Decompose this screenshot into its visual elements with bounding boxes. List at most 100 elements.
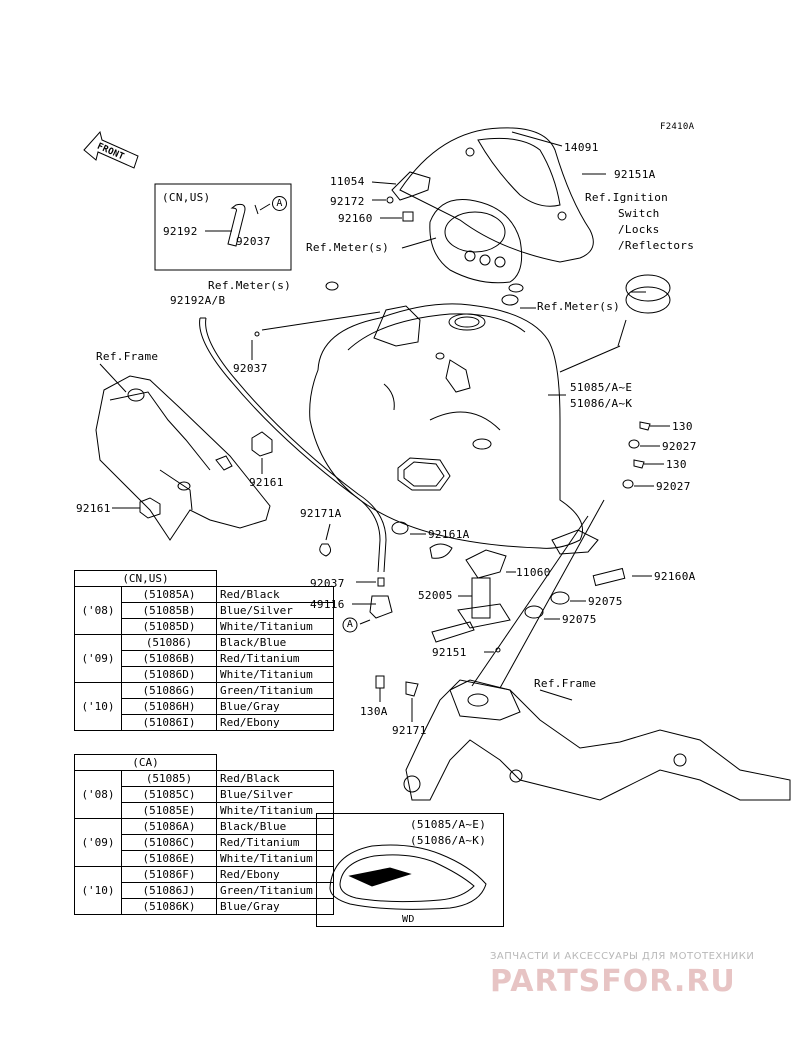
year-cell: ('09) bbox=[74, 818, 122, 867]
speedometer bbox=[429, 198, 523, 284]
label-92075-lower: 92075 bbox=[562, 613, 597, 626]
front-arrow-icon bbox=[83, 130, 139, 169]
label-92160: 92160 bbox=[338, 212, 373, 225]
meter-cover bbox=[399, 127, 594, 263]
label-14091: 14091 bbox=[564, 141, 599, 154]
ref-frame-2: Ref.Frame bbox=[534, 677, 597, 690]
label-92171: 92171 bbox=[392, 724, 427, 737]
label-92075-upper: 92075 bbox=[588, 595, 623, 608]
part-number-cell: (51086A) bbox=[121, 818, 217, 835]
part-number-cell: (51086H) bbox=[121, 698, 217, 715]
table-header: (CA) bbox=[74, 754, 217, 771]
watermark-logo: PARTSFOR.RU bbox=[490, 964, 736, 999]
table-header: (CN,US) bbox=[74, 570, 217, 587]
part-number-cell: (51086F) bbox=[121, 866, 217, 883]
wd-detail-box bbox=[316, 813, 504, 927]
part-number-cell: (51086D) bbox=[121, 666, 217, 683]
part-number-cell: (51085C) bbox=[121, 786, 217, 803]
part-number-cell: (51086K) bbox=[121, 898, 217, 915]
part-number-cell: (51086I) bbox=[121, 714, 217, 731]
frame-left bbox=[95, 375, 271, 541]
color-cell: Blue/Gray bbox=[216, 698, 334, 715]
fuel-filter bbox=[369, 595, 393, 619]
part-number-cell: (51085E) bbox=[121, 802, 217, 819]
color-cell: Blue/Gray bbox=[216, 898, 334, 915]
year-cell: ('10) bbox=[74, 866, 122, 915]
year-cell: ('08) bbox=[74, 586, 122, 635]
inset-box-frame bbox=[154, 183, 292, 271]
wd-line-1: (51085/A~E) bbox=[410, 818, 487, 831]
color-cell: Blue/Silver bbox=[216, 786, 334, 803]
inset-title: (CN,US) bbox=[162, 191, 211, 204]
part-number-cell: (51086B) bbox=[121, 650, 217, 667]
label-92172: 92172 bbox=[330, 195, 365, 208]
label-130-mid: 130 bbox=[666, 458, 687, 471]
part-number-cell: (51085A) bbox=[121, 586, 217, 603]
color-cell: Black/Blue bbox=[216, 818, 334, 835]
part-number-cell: (51085B) bbox=[121, 602, 217, 619]
color-cell: Red/Black bbox=[216, 586, 334, 603]
ref-ignition-line2: Switch bbox=[618, 207, 660, 220]
ref-ignition-line3: /Locks bbox=[618, 223, 660, 236]
color-cell: Black/Blue bbox=[216, 634, 334, 651]
label-92160A: 92160A bbox=[654, 570, 696, 583]
label-92151A: 92151A bbox=[614, 168, 656, 181]
ref-meter-3: Ref.Meter(s) bbox=[537, 300, 621, 313]
fuel-pump bbox=[465, 549, 507, 579]
year-cell: ('08) bbox=[74, 770, 122, 819]
label-92151: 92151 bbox=[432, 646, 467, 659]
label-11060: 11060 bbox=[516, 566, 551, 579]
label-92161-right: 92161 bbox=[249, 476, 284, 489]
label-52005: 52005 bbox=[418, 589, 453, 602]
part-number-cell: (51085) bbox=[121, 770, 217, 787]
ref-ignition-line4: /Reflectors bbox=[618, 239, 695, 252]
wd-line-2: (51086/A~K) bbox=[410, 834, 487, 847]
label-92027-mid: 92027 bbox=[656, 480, 691, 493]
ref-meter-2: Ref.Meter(s) bbox=[208, 279, 292, 292]
ref-frame-1: Ref.Frame bbox=[96, 350, 159, 363]
part-number-cell: (51085D) bbox=[121, 618, 217, 635]
label-51086: 51086/A~K bbox=[570, 397, 633, 410]
label-51085: 51085/A~E bbox=[570, 381, 633, 394]
label-130A: 130A bbox=[360, 705, 388, 718]
color-cell: Red/Titanium bbox=[216, 650, 334, 667]
label-130-top: 130 bbox=[672, 420, 693, 433]
label-92027-top: 92027 bbox=[662, 440, 697, 453]
label-92037-top: 92037 bbox=[233, 362, 268, 375]
color-cell: White/Titanium bbox=[216, 666, 334, 683]
fuel-tank bbox=[309, 303, 583, 549]
frame-main bbox=[405, 679, 791, 801]
label-92192AB: 92192A/B bbox=[170, 294, 226, 307]
label-92161-left: 92161 bbox=[76, 502, 111, 515]
watermark-tagline: ЗАПЧАСТИ И АКСЕССУАРЫ ДЛЯ МОТОТЕХНИКИ bbox=[490, 951, 755, 962]
ref-meter-1: Ref.Meter(s) bbox=[306, 241, 390, 254]
ref-ignition-line1: Ref.Ignition bbox=[585, 191, 669, 204]
color-table-cn-us: (CN,US) ('08)(51085A)Red/Black (51085B)B… bbox=[74, 570, 334, 731]
breather-hose bbox=[199, 317, 381, 573]
tank-side-view bbox=[329, 844, 487, 910]
meter-bracket bbox=[391, 171, 431, 201]
inset-hose bbox=[227, 203, 246, 247]
part-number-cell: (51086G) bbox=[121, 682, 217, 699]
figure-code: F2410A bbox=[660, 122, 695, 132]
part-number-cell: (51086E) bbox=[121, 850, 217, 867]
fuel-cap bbox=[625, 274, 671, 302]
color-table-ca: (CA) ('08)(51085)Red/Black (51085C)Blue/… bbox=[74, 754, 334, 915]
part-number-cell: (51086) bbox=[121, 634, 217, 651]
inset-ref-circle: A bbox=[272, 196, 287, 211]
part-number-cell: (51086C) bbox=[121, 834, 217, 851]
inset-part-92192: 92192 bbox=[163, 225, 198, 238]
label-11054: 11054 bbox=[330, 175, 365, 188]
year-cell: ('10) bbox=[74, 682, 122, 731]
part-number-cell: (51086J) bbox=[121, 882, 217, 899]
label-92161A: 92161A bbox=[428, 528, 470, 541]
color-cell: White/Titanium bbox=[216, 618, 334, 635]
inset-part-92037: 92037 bbox=[236, 235, 271, 248]
label-92171A: 92171A bbox=[300, 507, 342, 520]
label-circle-A: A bbox=[346, 619, 354, 630]
color-cell: Red/Black bbox=[216, 770, 334, 787]
color-cell: Red/Ebony bbox=[216, 714, 334, 731]
year-cell: ('09) bbox=[74, 634, 122, 683]
color-cell: Blue/Silver bbox=[216, 602, 334, 619]
